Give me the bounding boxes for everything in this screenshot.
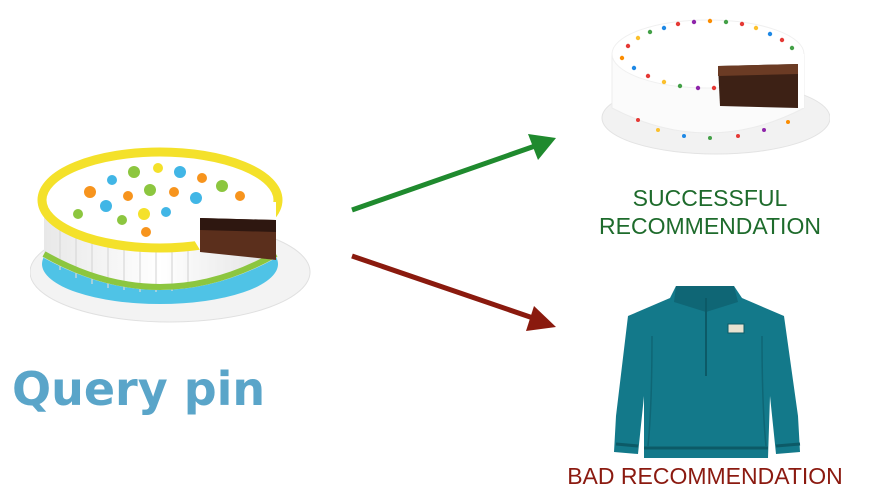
success-arrow [351,143,536,213]
bad-recommendation-label: BAD RECOMMENDATION [567,463,843,489]
bad-arrow [351,253,534,321]
query-pin-label: Query pin [12,362,266,416]
successful-recommendation-label: SUCCESSFUL RECOMMENDATION [560,184,860,240]
success-arrowhead [528,134,556,160]
successful-line-2: RECOMMENDATION [599,213,821,239]
successful-cake-image [601,18,830,155]
teal-fleece-pullover-image [614,286,801,458]
successful-line-1: SUCCESSFUL [632,185,788,211]
query-cake-image [30,147,311,323]
bad-arrowhead [526,306,556,331]
